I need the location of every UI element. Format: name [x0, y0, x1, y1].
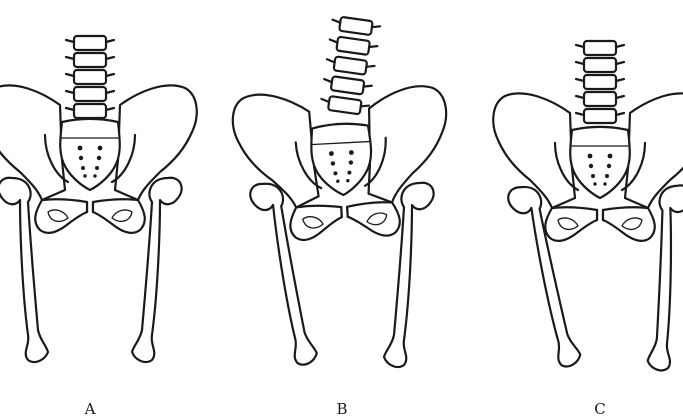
panel-label-a: A — [84, 400, 96, 418]
panel-a — [0, 36, 197, 362]
panel-label-b: B — [336, 400, 347, 418]
lumbar-spine — [66, 36, 114, 118]
panel-c — [493, 41, 683, 371]
panel-b — [232, 16, 453, 369]
lumbar-spine — [320, 16, 381, 116]
lumbar-spine — [576, 41, 624, 123]
panel-label-c: C — [594, 400, 605, 418]
